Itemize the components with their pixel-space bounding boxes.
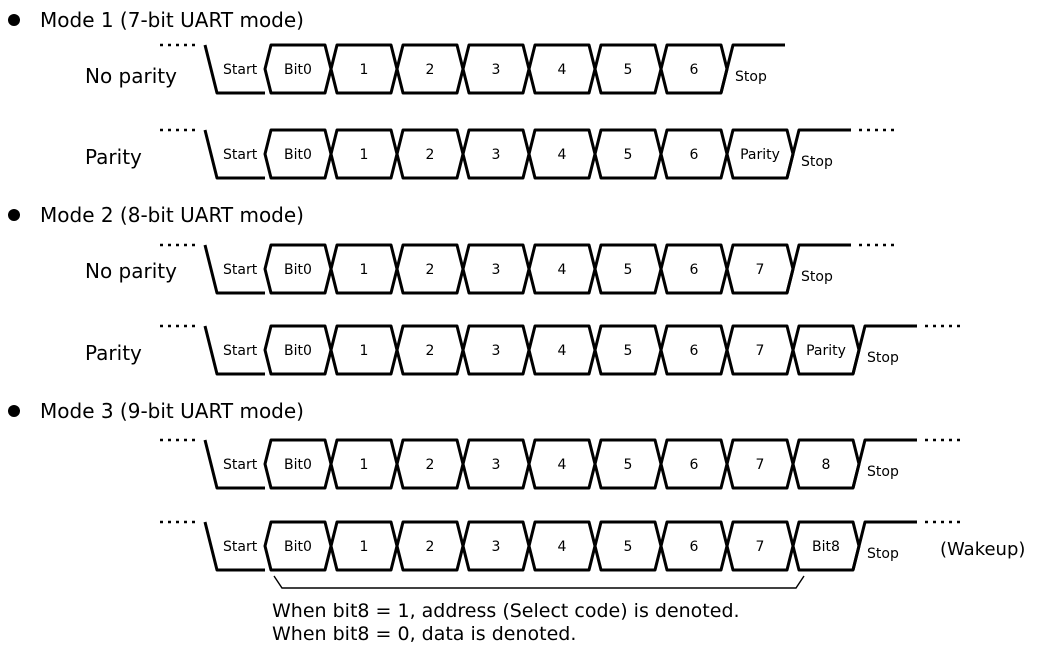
bit-label: 5 <box>624 457 633 473</box>
bit-label: 6 <box>690 539 699 555</box>
bit-label: 7 <box>756 457 765 473</box>
bit-label: 5 <box>624 262 633 278</box>
stop-label: Stop <box>867 350 899 366</box>
bit-label: 1 <box>360 262 369 278</box>
bit-label: 2 <box>426 539 435 555</box>
frame-row: Start Bit0 1 2 3 4 5 6 Stop <box>160 43 785 95</box>
bit-label: 4 <box>558 62 567 78</box>
stop-label: Stop <box>801 154 833 170</box>
start-label: Start <box>223 147 258 163</box>
bit-label: Bit0 <box>284 539 312 555</box>
bit-label: 6 <box>690 262 699 278</box>
bit-label: 5 <box>624 147 633 163</box>
start-label: Start <box>223 539 258 555</box>
frame-row: Start Bit0 1 2 3 4 5 6 7 Stop <box>160 243 899 295</box>
row-label: Parity <box>85 341 142 365</box>
row-label: No parity <box>85 64 177 88</box>
bit-label: 4 <box>558 457 567 473</box>
stop-bit-line <box>851 520 917 571</box>
mode-title: Mode 2 (8-bit UART mode) <box>40 203 304 227</box>
bit-label: 3 <box>492 62 501 78</box>
bit-label: 8 <box>822 457 831 473</box>
bit-label: 2 <box>426 343 435 359</box>
start-bit-line <box>203 44 265 95</box>
bit-label: 3 <box>492 539 501 555</box>
bit-label: 1 <box>360 343 369 359</box>
bit-label: 4 <box>558 343 567 359</box>
bit-label: 6 <box>690 457 699 473</box>
bit-label: 2 <box>426 147 435 163</box>
bullet-icon <box>8 209 20 221</box>
bit-label: 1 <box>360 62 369 78</box>
bit-label: 6 <box>690 343 699 359</box>
mode-title: Mode 3 (9-bit UART mode) <box>40 399 304 423</box>
bullet-icon <box>8 14 20 26</box>
start-bit-line <box>203 439 265 490</box>
bit-label: 2 <box>426 457 435 473</box>
bit-label: 7 <box>756 539 765 555</box>
bit-label: Bit0 <box>284 343 312 359</box>
mode-title: Mode 1 (7-bit UART mode) <box>40 8 304 32</box>
start-bit-line <box>203 325 265 376</box>
bit-label: 1 <box>360 457 369 473</box>
start-label: Start <box>223 262 258 278</box>
stop-label: Stop <box>801 269 833 285</box>
bit-label: Bit0 <box>284 457 312 473</box>
bit-label: Bit0 <box>284 262 312 278</box>
bit-label: Parity <box>740 147 780 163</box>
bit-label: Bit0 <box>284 147 312 163</box>
bit-label: Bit8 <box>812 539 840 555</box>
row-label: Parity <box>85 145 142 169</box>
start-label: Start <box>223 62 258 78</box>
note-line: When bit8 = 1, address (Select code) is … <box>272 600 740 622</box>
bit-label: 3 <box>492 262 501 278</box>
bit-label: Parity <box>806 343 846 359</box>
frame-row: Start Bit0 1 2 3 4 5 6 7 Bit8 Stop <box>160 520 965 572</box>
bit-label: 4 <box>558 147 567 163</box>
start-bit-line <box>203 129 265 180</box>
frame-row: Start Bit0 1 2 3 4 5 6 7 8 Stop <box>160 438 965 490</box>
bit-span-bracket <box>273 575 805 589</box>
bit-label: 6 <box>690 147 699 163</box>
bit-label: 5 <box>624 343 633 359</box>
bit-label: 1 <box>360 539 369 555</box>
start-label: Start <box>223 457 258 473</box>
bullet-icon <box>8 405 20 417</box>
bit-label: 7 <box>756 343 765 359</box>
bit-label: 2 <box>426 62 435 78</box>
stop-bit-line <box>851 324 917 375</box>
stop-label: Stop <box>735 69 767 85</box>
stop-label: Stop <box>867 464 899 480</box>
stop-bit-line <box>851 438 917 489</box>
stop-label: Stop <box>867 546 899 562</box>
stop-bit-line <box>785 243 851 294</box>
start-label: Start <box>223 343 258 359</box>
stop-bit-line <box>785 128 851 179</box>
bit-label: 5 <box>624 539 633 555</box>
bit-label: Bit0 <box>284 62 312 78</box>
bit-label: 4 <box>558 539 567 555</box>
start-bit-line <box>203 521 265 572</box>
bit-label: 6 <box>690 62 699 78</box>
row-label: No parity <box>85 259 177 283</box>
start-bit-line <box>203 244 265 295</box>
bit-label: 2 <box>426 262 435 278</box>
bit-label: 3 <box>492 147 501 163</box>
bit-label: 1 <box>360 147 369 163</box>
note-line: When bit8 = 0, data is denoted. <box>272 623 576 645</box>
bit-label: 5 <box>624 62 633 78</box>
bit-label: 3 <box>492 457 501 473</box>
frame-row: Start Bit0 1 2 3 4 5 6 Parity Stop <box>160 128 899 180</box>
frame-row: Start Bit0 1 2 3 4 5 6 7 Parity Stop <box>160 324 965 376</box>
bit-label: 3 <box>492 343 501 359</box>
bit-label: 7 <box>756 262 765 278</box>
wakeup-label: (Wakeup) <box>940 539 1025 560</box>
bit-label: 4 <box>558 262 567 278</box>
stop-bit-line <box>719 43 785 94</box>
